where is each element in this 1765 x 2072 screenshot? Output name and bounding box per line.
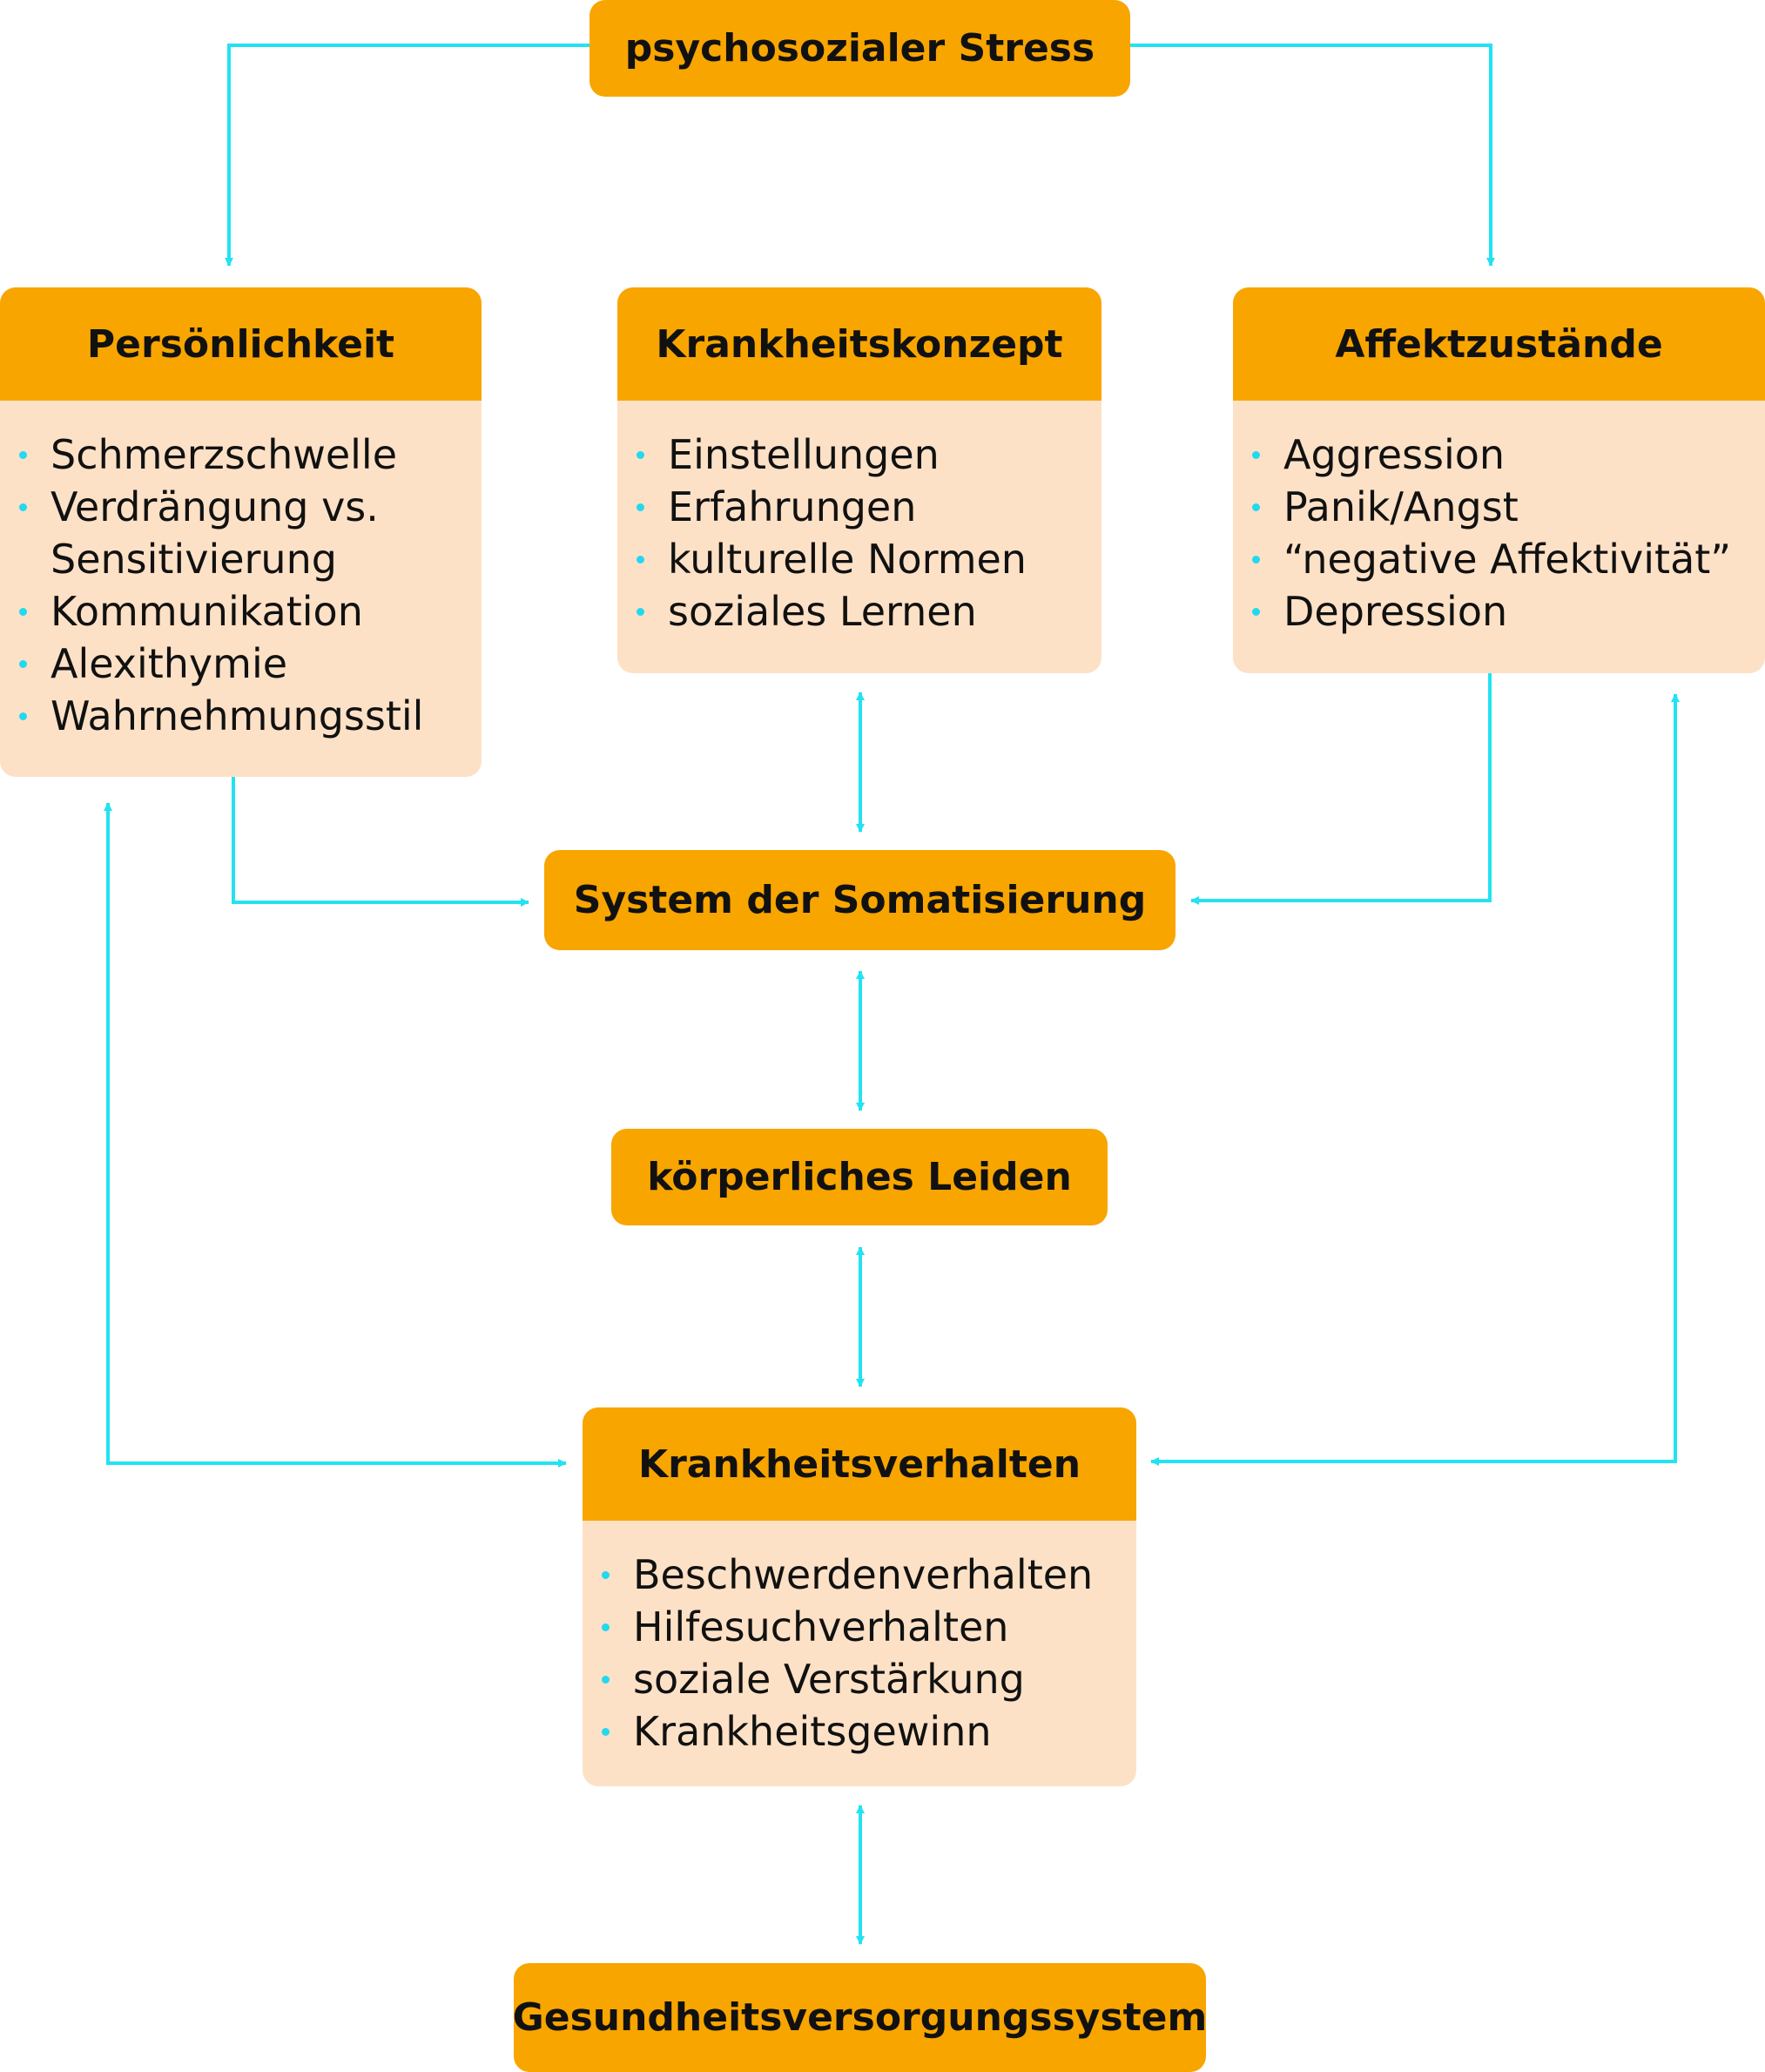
card-header: Krankheitskonzept	[617, 287, 1101, 401]
list-item: Aggression	[1252, 429, 1756, 481]
list-item: “negative Affektivität”	[1252, 533, 1756, 585]
node-system-der-somatisierung: System der Somatisierung	[544, 850, 1176, 950]
item-list: Aggression Panik/Angst “negative Affekti…	[1233, 401, 1765, 638]
node-gesundheitsversorgungssystem: Gesundheitsversorgungssystem	[512, 1963, 1208, 2072]
list-item: Schmerzschwelle	[19, 429, 473, 481]
item-list: Beschwerdenverhalten Hilfesuchverhalten …	[583, 1521, 1136, 1758]
card-header: Krankheitsverhalten	[583, 1407, 1136, 1521]
card-header: Persönlichkeit	[0, 287, 482, 401]
arrow-affekt-to-somatisierung	[1190, 673, 1492, 905]
node-psychosozialer-stress: psychosozialer Stress	[589, 0, 1130, 97]
node-label: System der Somatisierung	[573, 878, 1147, 922]
list-item: soziale Verstärkung	[602, 1653, 1128, 1705]
list-item: Hilfesuchverhalten	[602, 1601, 1128, 1653]
list-item: soziales Lernen	[637, 585, 1093, 638]
node-label: psychosozialer Stress	[624, 26, 1095, 71]
card-persoenlichkeit: Persönlichkeit Schmerzschwelle Verdrängu…	[0, 287, 482, 777]
card-title: Krankheitsverhalten	[637, 1441, 1081, 1487]
arrow-stress-to-persoenlichkeit	[225, 44, 589, 267]
list-item: Einstellungen	[637, 429, 1093, 481]
list-item: Krankheitsgewinn	[602, 1705, 1128, 1758]
list-item: kulturelle Normen	[637, 533, 1093, 585]
card-krankheitsverhalten: Krankheitsverhalten Beschwerdenverhalten…	[583, 1407, 1136, 1786]
list-item: Beschwerdenverhalten	[602, 1549, 1128, 1601]
item-list: Schmerzschwelle Verdrängung vs. Sensitiv…	[0, 401, 482, 742]
arrow-persoenlichkeit-verhalten	[104, 802, 567, 1468]
arrow-stress-to-affekt	[1130, 44, 1495, 267]
node-label: Gesundheitsversorgungssystem	[512, 1995, 1208, 2040]
card-title: Persönlichkeit	[86, 321, 395, 367]
list-item: Kommunikation	[19, 585, 473, 638]
card-header: Affektzustände	[1233, 287, 1765, 401]
card-title: Affektzustände	[1335, 321, 1663, 367]
list-item: Panik/Angst	[1252, 481, 1756, 533]
list-item: Alexithymie	[19, 638, 473, 690]
list-item: Wahrnehmungsstil	[19, 690, 473, 742]
item-list: Einstellungen Erfahrungen kulturelle Nor…	[617, 401, 1101, 638]
arrow-affekt-verhalten	[1150, 693, 1680, 1466]
node-koerperliches-leiden: körperliches Leiden	[611, 1129, 1108, 1225]
list-item: Verdrängung vs. Sensitivierung	[19, 481, 473, 585]
list-item: Depression	[1252, 585, 1756, 638]
list-item: Erfahrungen	[637, 481, 1093, 533]
card-krankheitskonzept: Krankheitskonzept Einstellungen Erfahrun…	[617, 287, 1101, 673]
card-title: Krankheitskonzept	[656, 321, 1063, 367]
arrow-persoenlichkeit-to-somatisierung	[232, 777, 529, 907]
node-label: körperliches Leiden	[647, 1155, 1072, 1199]
card-affektzustaende: Affektzustände Aggression Panik/Angst “n…	[1233, 287, 1765, 673]
